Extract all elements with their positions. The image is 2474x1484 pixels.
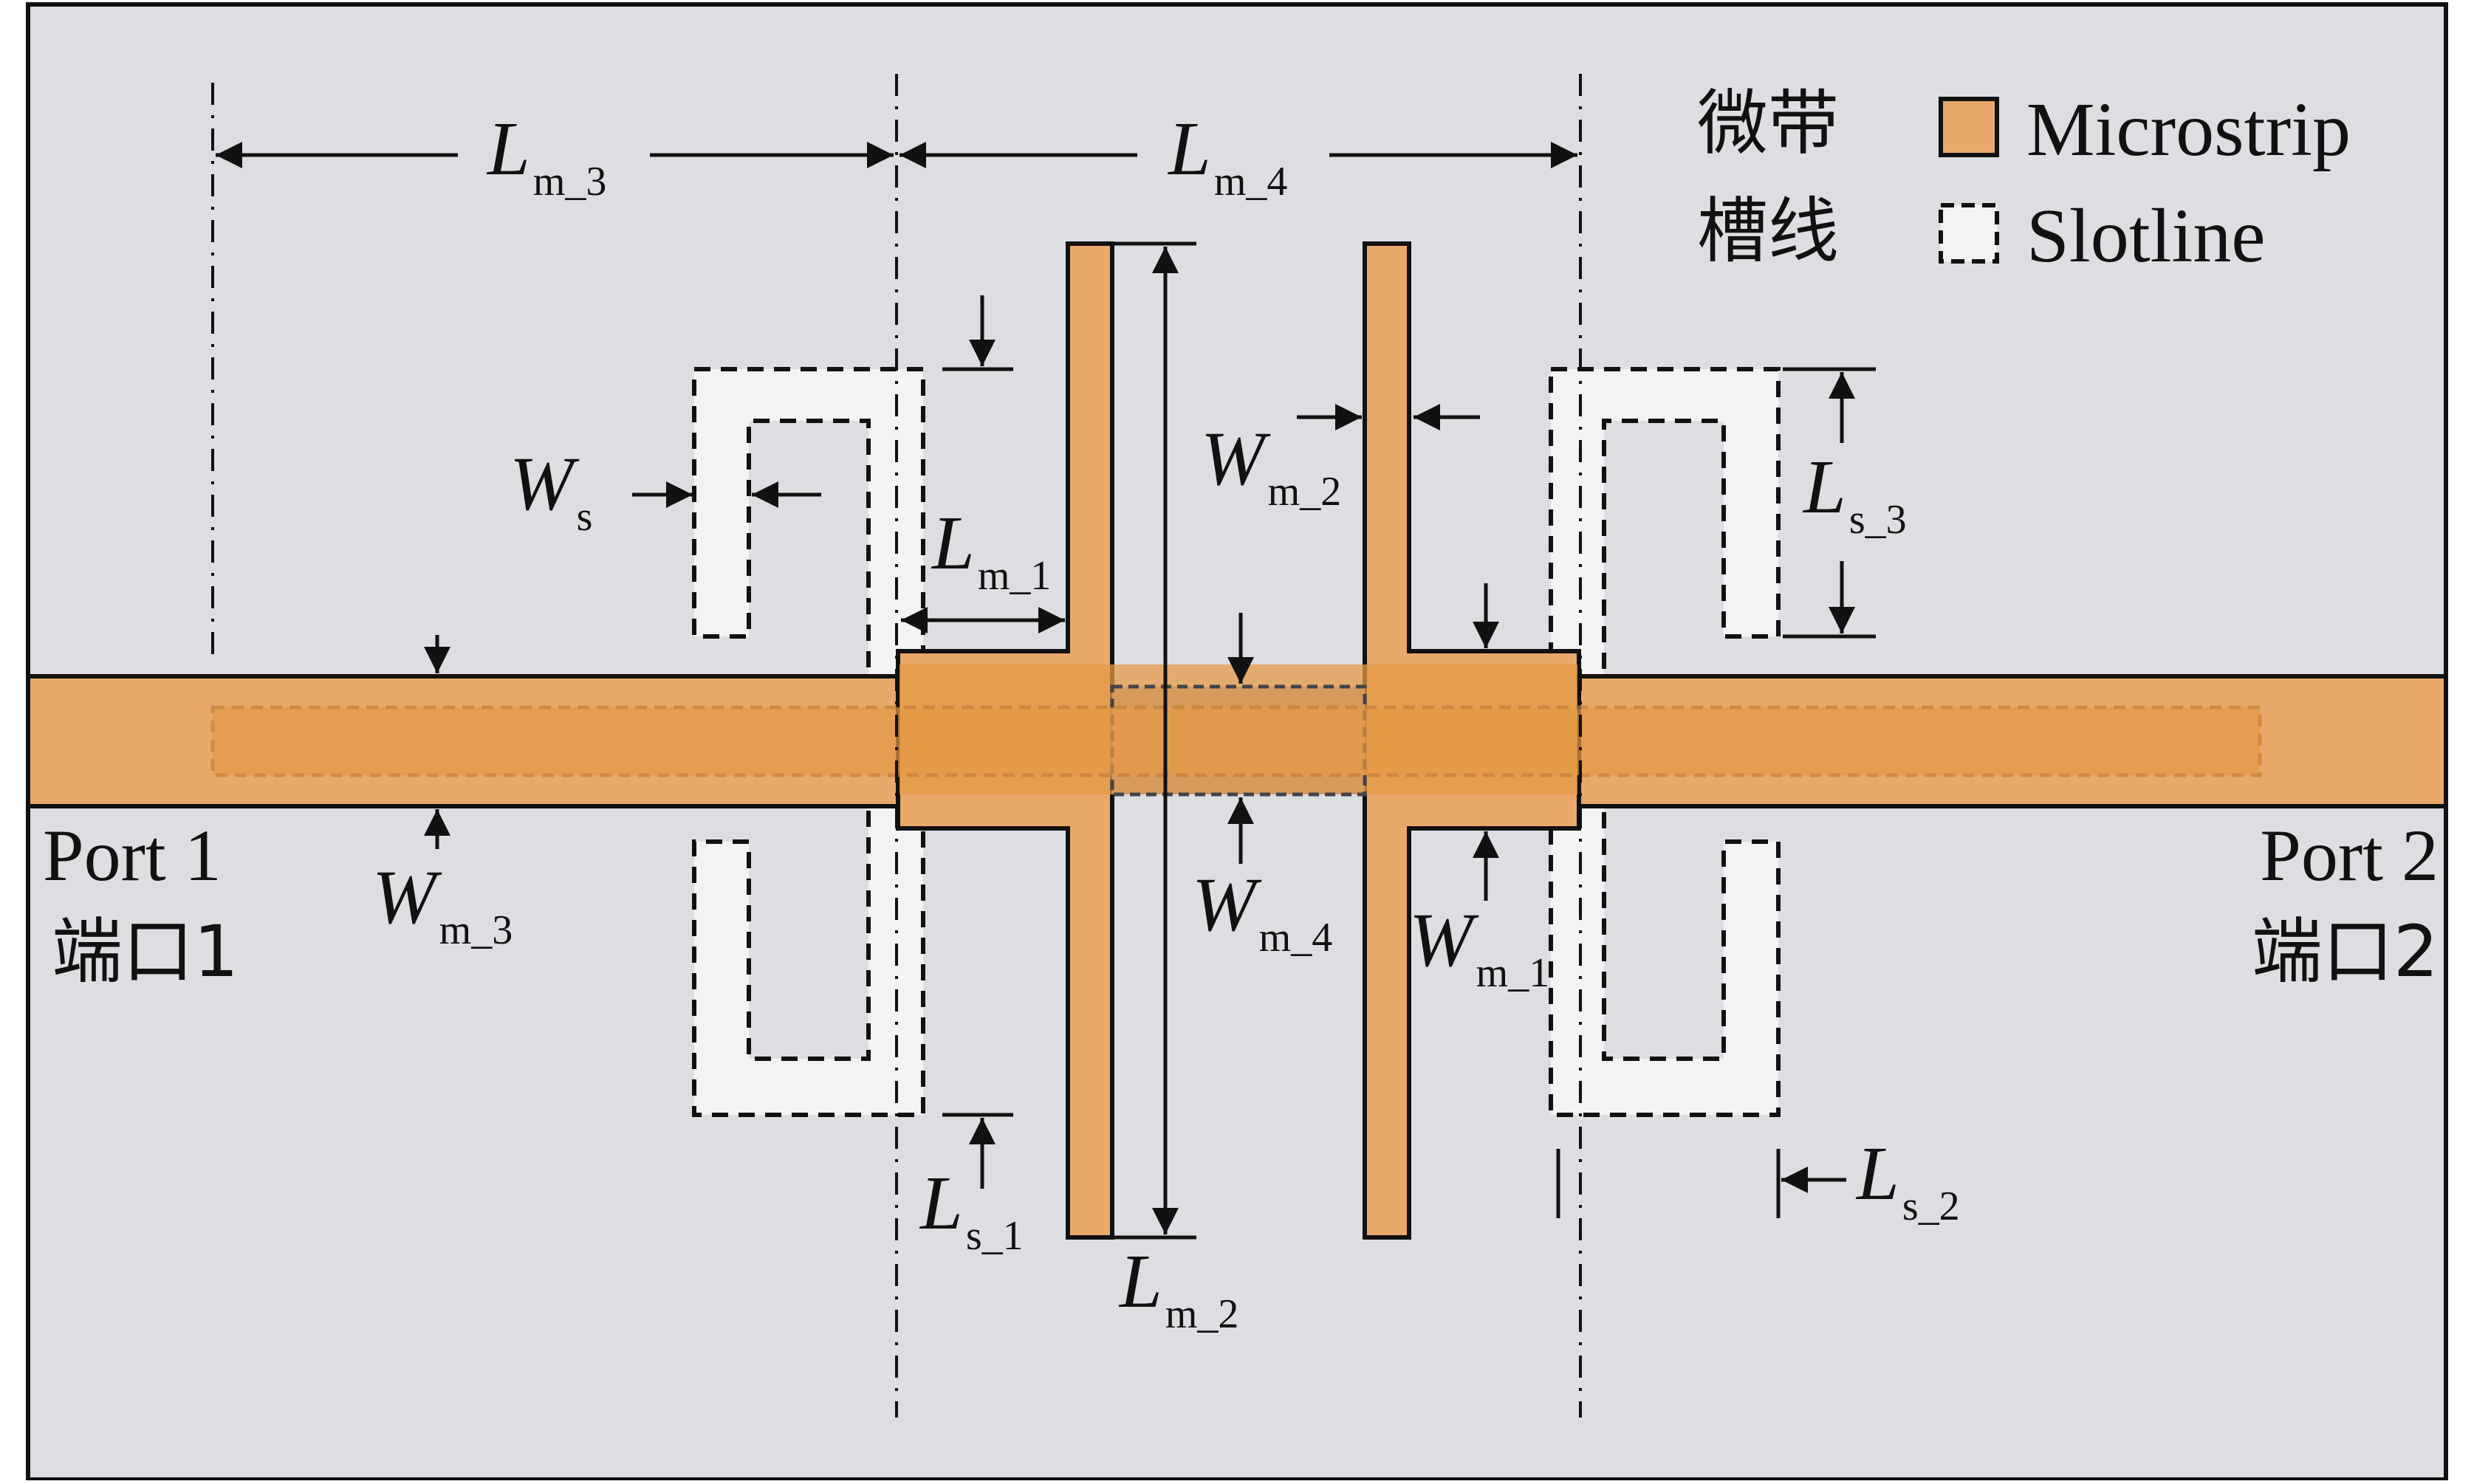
port1-label: Port 1 [43,814,222,896]
label-Lm2: Lm_2 [1118,1239,1238,1337]
label-Lm1: Lm_1 [931,501,1051,599]
port-labels: Port 1 端口1 Port 2 端口2 [43,814,2439,993]
dimension-arrows [216,142,1876,1240]
legend-slotline-cn: 槽线 [1697,190,1839,272]
label-Ls2: Ls_2 [1855,1131,1960,1229]
legend: 微带 槽线 Microstrip Slotline [1697,82,2351,278]
reference-lines [211,74,1582,1418]
label-Wm1: Wm_1 [1409,898,1549,996]
label-Wm3: Wm_3 [372,855,513,953]
port2-label: Port 2 [2260,814,2439,896]
label-Wm4: Wm_4 [1192,862,1332,961]
label-Ls3: Ls_3 [1802,444,1907,543]
label-Wm2: Wm_2 [1201,416,1341,515]
port1-label-cn: 端口1 [52,910,239,993]
label-Ls1: Ls_1 [919,1161,1024,1259]
dimension-labels: Lm_3 Lm_4 Ws Lm_1 Wm_2 Ls_3 Wm_3 Wm_4 Wm… [372,106,1960,1337]
legend-microstrip-en: Microstrip [2026,87,2351,172]
legend-slotline-swatch [1939,203,1999,264]
port2-label-cn: 端口2 [2252,910,2439,993]
legend-microstrip-swatch [1939,97,1999,157]
legend-slotline-en: Slotline [2026,193,2266,278]
label-Ws: Ws [510,442,592,540]
label-Lm4: Lm_4 [1167,106,1287,205]
legend-microstrip-cn: 微带 [1697,82,1839,165]
slotline-center-strip [210,664,2262,797]
label-Lm3: Lm_3 [486,106,606,205]
